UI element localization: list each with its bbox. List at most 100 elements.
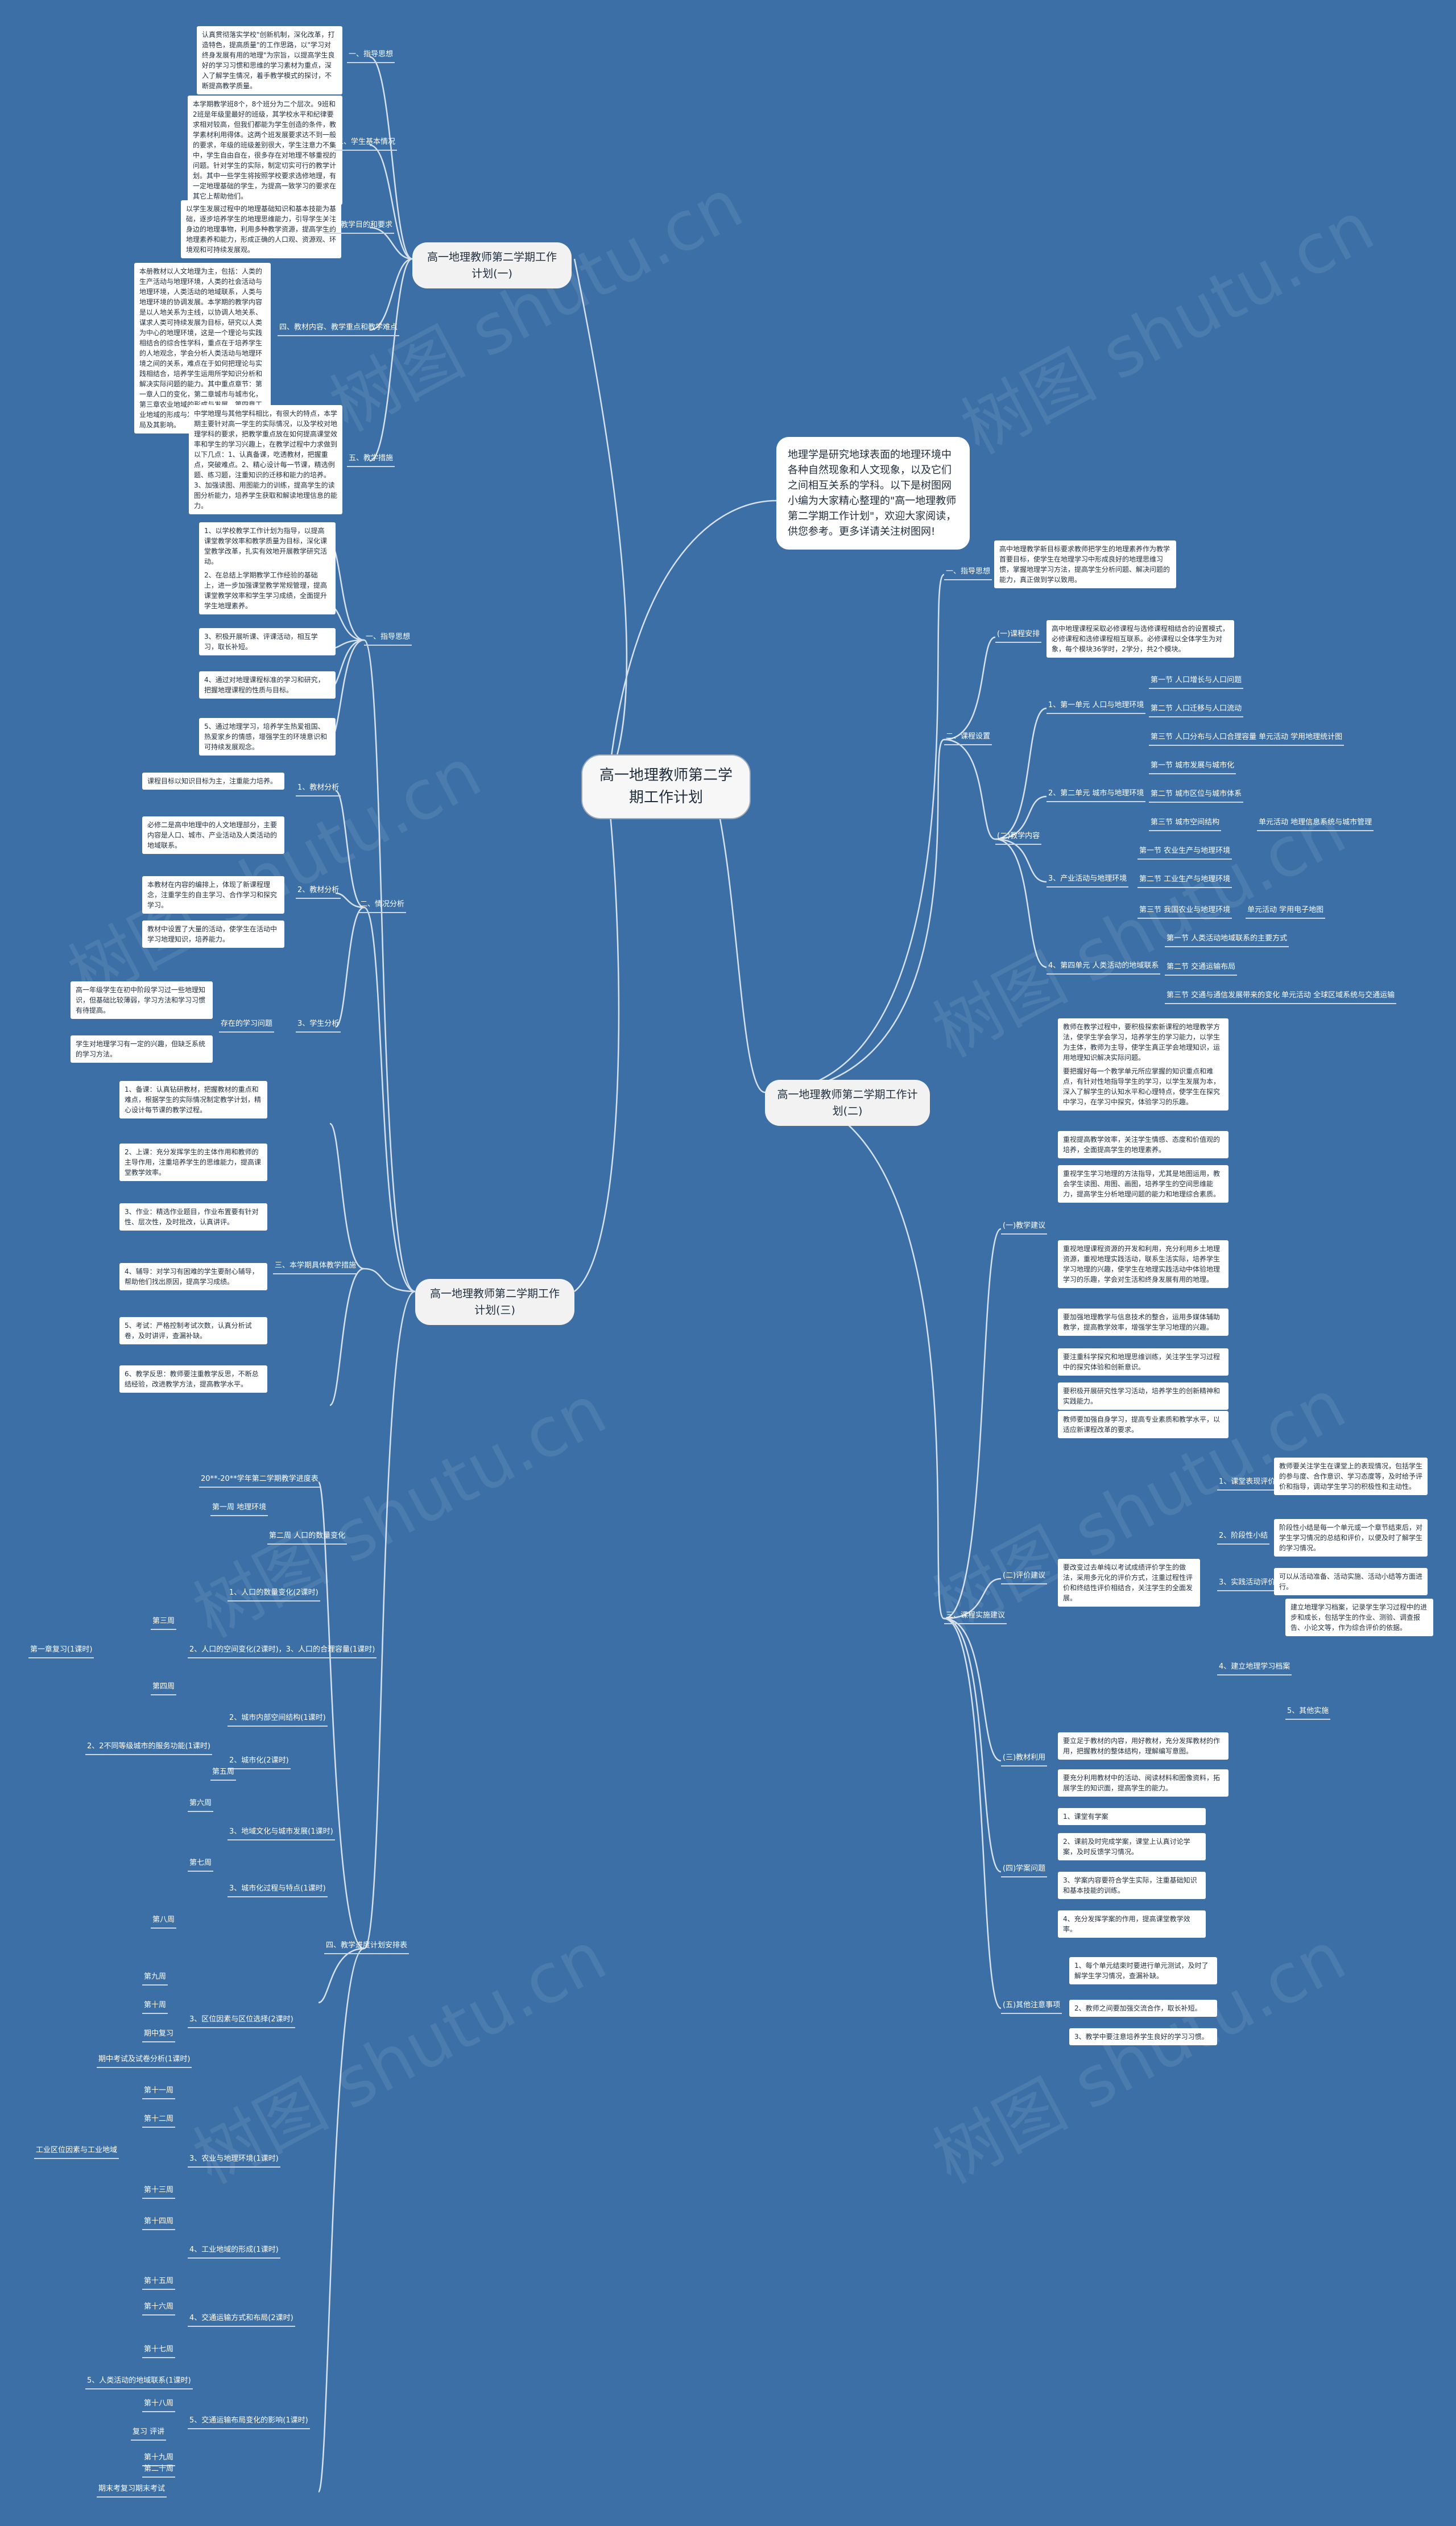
unit-item[interactable]: 第三节 城市空间结构 <box>1149 817 1222 831</box>
unit-item[interactable]: 第三节 交通与通信发展带来的变化 <box>1165 990 1282 1004</box>
unit-item[interactable]: 第一节 人口增长与人口问题 <box>1149 675 1244 689</box>
plan2-res-label[interactable]: (三)教材利用 <box>1001 1752 1048 1766</box>
week-label[interactable]: 第六周 <box>188 1798 214 1812</box>
unit-label[interactable]: 4、第四单元 人类活动的地域联系 <box>1046 960 1161 975</box>
unit-item[interactable]: 第一节 人类活动地域联系的主要方式 <box>1165 933 1289 947</box>
sched-item[interactable]: 2、城市化(2课时) <box>228 1755 291 1769</box>
plan2-case-label[interactable]: (四)学案问题 <box>1001 1863 1048 1877</box>
plan2-course-label[interactable]: 二、课程设置 <box>944 731 992 745</box>
unit-item[interactable]: 第一节 城市发展与城市化 <box>1149 760 1236 774</box>
sched-item[interactable]: 4、交通运输方式和布局(2课时) <box>188 2313 295 2327</box>
week-label[interactable]: 第十三周 <box>142 2185 176 2199</box>
unit-extra[interactable]: 单元活动 地理信息系统与城市管理 <box>1257 817 1374 831</box>
unit-item[interactable]: 第二节 工业生产与地理环境 <box>1138 874 1232 888</box>
week-label[interactable]: 第七周 <box>188 1858 214 1872</box>
sched-item[interactable]: 5、交通运输布局变化的影响(1课时) <box>188 2415 310 2429</box>
sit-item-label[interactable]: 1、教材分析 <box>296 782 341 796</box>
other-item: 1、每个单元结束时要进行单元测试，及时了解学生学习情况，查漏补缺。 <box>1069 1957 1217 1984</box>
week-label[interactable]: 第八周 <box>151 1914 177 1929</box>
res-item: 要立足于教材的内容，用好教材，充分发挥教材的作用，把握教材的整体结构，理解编写意… <box>1058 1732 1228 1760</box>
unit-label[interactable]: 1、第一单元 人口与地理环境 <box>1046 700 1146 714</box>
sched-item[interactable]: 复习 评讲 <box>131 2426 167 2441</box>
plan1-item-label[interactable]: 一、指导思想 <box>347 49 395 63</box>
sched-item[interactable]: 2、人口的空间变化(2课时)，3、人口的合理容量(1课时) <box>188 1644 377 1658</box>
sched-item[interactable]: 3、城市化过程与特点(1课时) <box>228 1883 328 1897</box>
week-label[interactable]: 第十八周 <box>142 2398 176 2412</box>
other-item: 2、教师之间要加强交流合作，取长补短。 <box>1069 2000 1217 2017</box>
plan2-topic[interactable]: 高一地理教师第二学期工作计划(二) <box>765 1080 930 1126</box>
week-label[interactable]: 第十二周 <box>142 2114 176 2128</box>
plan2-req-label[interactable]: (一)课程安排 <box>995 629 1042 643</box>
week-label[interactable]: 第四周 <box>151 1681 177 1695</box>
sit-item-label[interactable]: 2、教材分析 <box>296 885 341 899</box>
week-label[interactable]: 第五周 <box>210 1766 237 1781</box>
week-label[interactable]: 第十一周 <box>142 2085 176 2099</box>
plan2-impl-label[interactable]: 三、课程实施建议 <box>944 1610 1007 1624</box>
plan3-guide-label[interactable]: 一、指导思想 <box>364 632 412 646</box>
week-label[interactable]: 第十九周 <box>142 2452 176 2466</box>
unit-item[interactable]: 第二节 城市区位与城市体系 <box>1149 789 1244 803</box>
eval-item-label[interactable]: 1、课堂表现评价 <box>1217 1476 1277 1491</box>
sched-item[interactable]: 3、区位因素与区位选择(2课时) <box>188 2014 295 2028</box>
unit-label[interactable]: 3、产业活动与地理环境 <box>1046 873 1129 888</box>
plan2-teach-label[interactable]: (一)教学建议 <box>1001 1220 1048 1235</box>
sched-item[interactable]: 期末考复习期末考试 <box>97 2483 167 2498</box>
unit-item[interactable]: 第二节 人口迁移与人口流动 <box>1149 703 1244 717</box>
sched-item[interactable]: 20**-20**学年第二学期教学进度表 <box>199 1474 320 1488</box>
sched-item[interactable]: 第一章复习(1课时) <box>28 1644 94 1658</box>
unit-extra[interactable]: 单元活动 学用电子地图 <box>1246 905 1326 919</box>
unit-item[interactable]: 第三节 我国农业与地理环境 <box>1138 905 1232 919</box>
plan1-item-label[interactable]: 二、学生基本情况 <box>334 137 398 151</box>
week-label[interactable]: 第十六周 <box>142 2301 176 2316</box>
week-label[interactable]: 第二十周 <box>142 2463 176 2478</box>
plan1-item-label[interactable]: 四、教材内容、教学重点和教学难点 <box>278 322 400 336</box>
sched-item[interactable]: 4、工业地域的形成(1课时) <box>188 2244 280 2259</box>
sched-item[interactable]: 1、人口的数量变化(2课时) <box>228 1587 320 1602</box>
plan3-sched-label[interactable]: 四、教学进度计划安排表 <box>324 1940 410 1954</box>
eval-item-label[interactable]: 2、阶段性小结 <box>1217 1530 1270 1545</box>
unit-extra[interactable]: 单元活动 全球区域系统与交通运输 <box>1280 990 1397 1004</box>
root-topic[interactable]: 高一地理教师第二学期工作计划 <box>581 754 751 819</box>
res-item: 要充分利用教材中的活动、阅读材料和图像资料，拓展学生的知识面，提高学生的能力。 <box>1058 1769 1228 1797</box>
week-label[interactable]: 第十四周 <box>142 2216 176 2230</box>
plan3-task-label[interactable]: 三、本学期具体教学措施 <box>273 1260 358 1274</box>
plan1-topic[interactable]: 高一地理教师第二学期工作计划(一) <box>412 242 572 288</box>
sched-item[interactable]: 2、2不同等级城市的服务功能(1课时) <box>85 1741 212 1755</box>
sched-item[interactable]: 工业区位因素与工业地域 <box>34 2145 119 2159</box>
sched-item[interactable]: 期中考试及试卷分析(1课时) <box>97 2054 192 2068</box>
unit-extra[interactable]: 单元活动 学用地理统计图 <box>1257 732 1345 746</box>
sched-item[interactable]: 3、农业与地理环境(1课时) <box>188 2153 280 2168</box>
sit-item-text: 高一年级学生在初中阶段学习过一些地理知识，但基础比较薄弱，学习方法和学习习惯有待… <box>71 981 213 1019</box>
plan3-guide-item: 1、以学校教学工作计划为指导，以提高课堂教学效率和教学质量为目标，深化课堂教学改… <box>199 522 336 570</box>
plan1-item-label[interactable]: 五、教学措施 <box>347 453 395 467</box>
unit-item[interactable]: 第二节 交通运输布局 <box>1165 961 1238 976</box>
plan2-other-label[interactable]: (五)其他注意事项 <box>1001 2000 1062 2014</box>
week-label[interactable]: 第三周 <box>151 1616 177 1630</box>
plan2-eval-label[interactable]: (二)评价建议 <box>1001 1570 1048 1584</box>
eval-item-label[interactable]: 3、实践活动评价 <box>1217 1577 1277 1591</box>
eval-item-label[interactable]: 4、建立地理学习档案 <box>1217 1661 1292 1675</box>
sched-item[interactable]: 第二周 人口的数量变化 <box>267 1530 348 1545</box>
plan3-topic[interactable]: 高一地理教师第二学期工作计划(三) <box>415 1279 574 1325</box>
plan3-sit-label[interactable]: 二、情况分析 <box>358 899 407 913</box>
week-label[interactable]: 第十七周 <box>142 2344 176 2358</box>
plan1-item-text: 本学期教学班8个，8个班分为二个层次。9班和2班是年级里最好的班级，其学校水平和… <box>188 96 342 205</box>
plan2-content-label[interactable]: (二)教学内容 <box>995 831 1042 845</box>
sit-item-label[interactable]: 3、学生分析 <box>296 1018 341 1033</box>
sched-item[interactable]: 2、城市内部空间结构(1课时) <box>228 1712 328 1727</box>
unit-item[interactable]: 第三节 人口分布与人口合理容量 <box>1149 732 1259 746</box>
plan2-req-text: 高中地理课程采取必修课程与选修课程相结合的设置模式，必修课程和选修课程相互联系。… <box>1046 620 1234 658</box>
week-label[interactable]: 第十周 <box>142 2000 168 2014</box>
plan2-guide-label[interactable]: 一、指导思想 <box>944 566 992 580</box>
plan1-item-label[interactable]: 三、教学目的和要求 <box>324 220 395 234</box>
week-label[interactable]: 第十五周 <box>142 2276 176 2290</box>
sched-item[interactable]: 5、人类活动的地域联系(1课时) <box>85 2375 193 2389</box>
unit-label[interactable]: 2、第二单元 城市与地理环境 <box>1046 788 1146 802</box>
sit-item-sub[interactable]: 存在的学习问题 <box>219 1018 275 1033</box>
sched-item[interactable]: 第一周 地理环境 <box>210 1502 268 1516</box>
sched-item[interactable]: 期中复习 <box>142 2028 176 2042</box>
eval-tail[interactable]: 5、其他实施 <box>1285 1706 1331 1720</box>
sched-item[interactable]: 3、地域文化与城市发展(1课时) <box>228 1826 335 1840</box>
week-label[interactable]: 第九周 <box>142 1971 168 1986</box>
unit-item[interactable]: 第一节 农业生产与地理环境 <box>1138 845 1232 860</box>
